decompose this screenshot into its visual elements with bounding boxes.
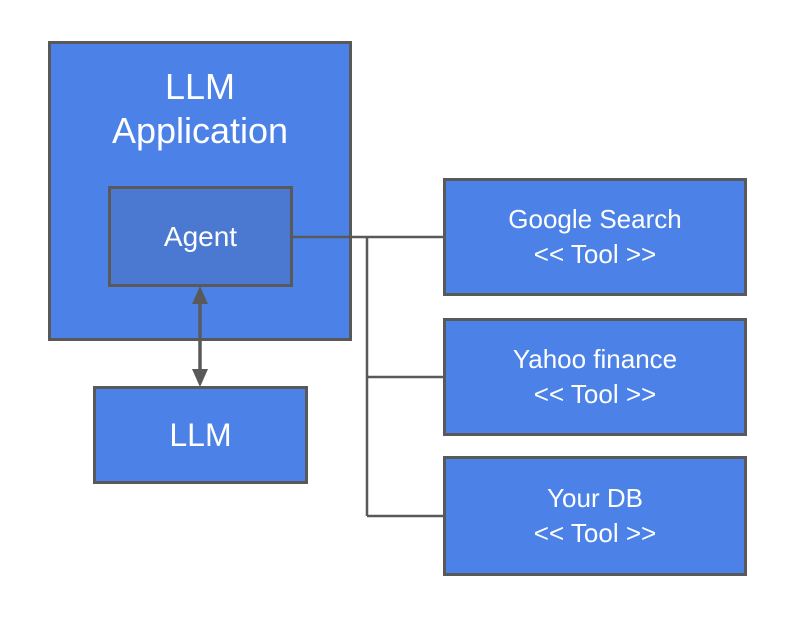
llm-box: LLM bbox=[93, 386, 308, 484]
llm-application-label: LLM Application bbox=[111, 66, 289, 151]
google-search-tool-stereotype: << Tool >> bbox=[533, 239, 657, 269]
yahoo-finance-tool-stereotype: << Tool >> bbox=[533, 379, 657, 409]
yahoo-finance-tool-box: Yahoo finance << Tool >> bbox=[443, 318, 747, 436]
agent-box: Agent bbox=[108, 186, 293, 287]
google-search-tool-name: Google Search bbox=[508, 204, 682, 234]
agent-label: Agent bbox=[163, 220, 238, 252]
arrow-head-down-icon bbox=[192, 369, 208, 387]
your-db-tool-box: Your DB << Tool >> bbox=[443, 456, 747, 576]
your-db-tool-stereotype: << Tool >> bbox=[533, 518, 657, 548]
your-db-tool-name: Your DB bbox=[547, 483, 643, 513]
llm-application-box: LLM Application Agent bbox=[48, 41, 352, 341]
google-search-tool-box: Google Search << Tool >> bbox=[443, 178, 747, 296]
yahoo-finance-tool-name: Yahoo finance bbox=[512, 344, 678, 374]
llm-label: LLM bbox=[169, 416, 232, 453]
